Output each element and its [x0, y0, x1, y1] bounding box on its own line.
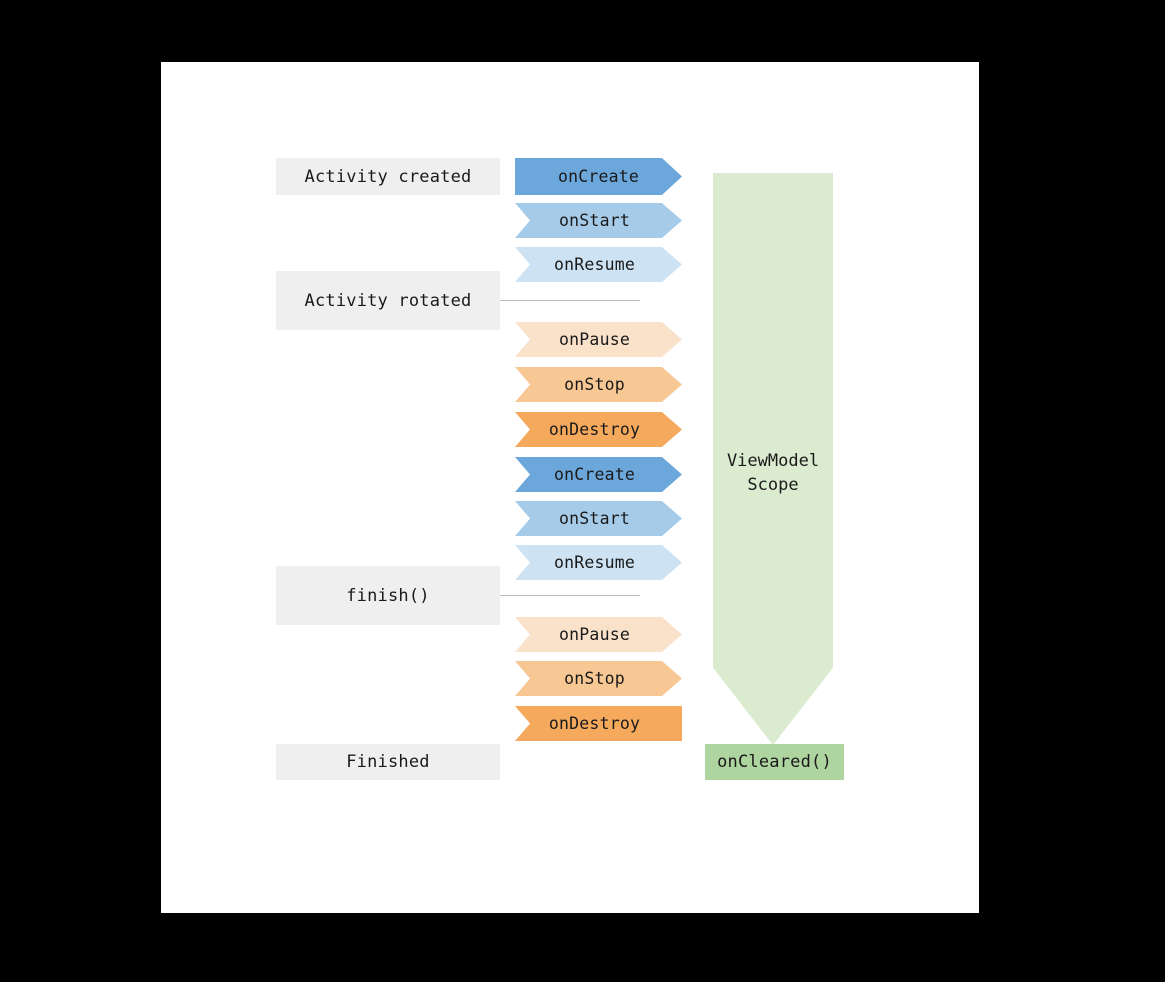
- lifecycle-band-label: onResume: [553, 553, 636, 572]
- lifecycle-band-label: onStop: [564, 375, 625, 394]
- lifecycle-band-stop-2: onStop: [515, 661, 682, 696]
- lifecycle-band-label: onStart: [559, 509, 630, 528]
- lifecycle-band-label: onDestroy: [548, 714, 641, 733]
- lifecycle-band-label: onStop: [564, 669, 625, 688]
- state-label-finish: finish(): [276, 566, 500, 625]
- lifecycle-band-start-1: onStart: [515, 203, 682, 238]
- state-label-activity-rotated: Activity rotated: [276, 271, 500, 330]
- lifecycle-band-label: onPause: [559, 625, 630, 644]
- lifecycle-band-resume-2: onResume: [515, 545, 682, 580]
- lifecycle-band-pause-2: onPause: [515, 617, 682, 652]
- on-cleared-box: onCleared(): [705, 744, 844, 780]
- lifecycle-band-label: onCreate: [553, 465, 636, 484]
- state-label-activity-created: Activity created: [276, 158, 500, 195]
- lifecycle-band-label: onCreate: [557, 167, 640, 186]
- lifecycle-band-stop-1: onStop: [515, 367, 682, 402]
- lifecycle-band-create-1: onCreate: [515, 158, 682, 195]
- lifecycle-band-destroy-2: onDestroy: [515, 706, 682, 741]
- lifecycle-band-resume-1: onResume: [515, 247, 682, 282]
- lifecycle-band-label: onResume: [553, 255, 636, 274]
- lifecycle-band-create-2: onCreate: [515, 457, 682, 492]
- viewmodel-scope-arrow: ViewModel Scope: [713, 173, 833, 745]
- connector-line-activity-rotated: [500, 300, 640, 301]
- lifecycle-band-start-2: onStart: [515, 501, 682, 536]
- lifecycle-band-label: onDestroy: [548, 420, 641, 439]
- lifecycle-band-label: onPause: [559, 330, 630, 349]
- lifecycle-band-label: onStart: [559, 211, 630, 230]
- lifecycle-band-pause-1: onPause: [515, 322, 682, 357]
- state-label-finished: Finished: [276, 744, 500, 780]
- connector-line-finish: [500, 595, 640, 596]
- viewmodel-scope-label: ViewModel Scope: [726, 451, 820, 496]
- lifecycle-band-destroy-1: onDestroy: [515, 412, 682, 447]
